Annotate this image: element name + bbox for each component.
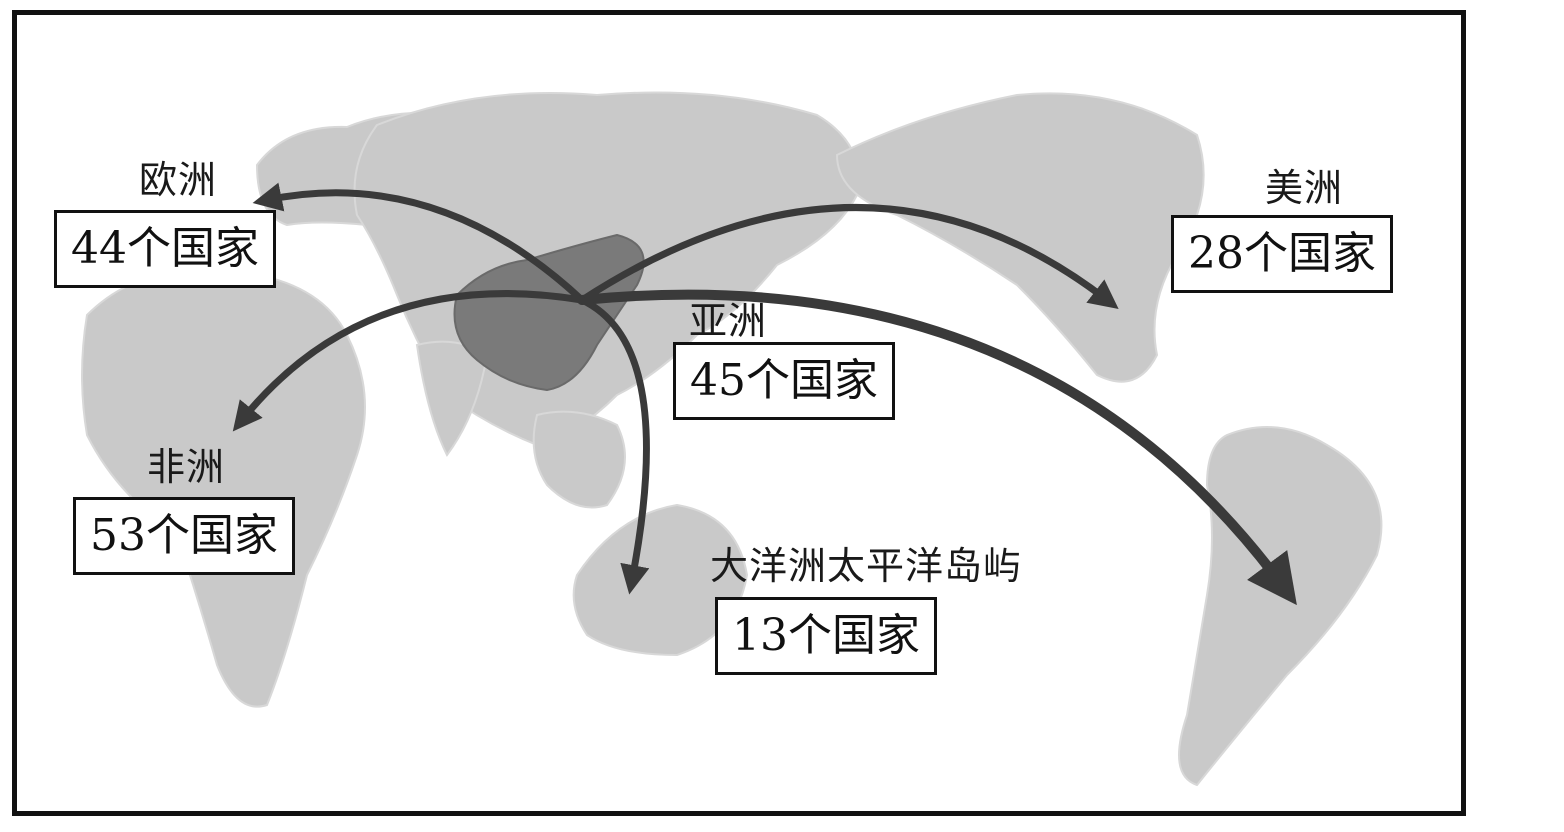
country-count-oceania: 13个国家 (715, 597, 937, 675)
region-label-europe: 欧洲 (139, 158, 218, 202)
flow-oceania-arrow (578, 296, 650, 595)
flow-europe-arrow (252, 182, 586, 304)
country-count-asia: 45个国家 (673, 342, 895, 420)
country-count-africa: 53个国家 (73, 497, 295, 575)
world-map (81, 91, 1383, 787)
region-label-asia: 亚洲 (689, 299, 768, 343)
land-south-america (1178, 426, 1383, 787)
region-label-oceania: 大洋洲太平洋岛屿 (710, 544, 1023, 588)
region-label-americas: 美洲 (1265, 166, 1344, 210)
map-frame: 欧洲 44个国家 美洲 28个国家 亚洲 45个国家 非洲 53个国家 大洋洲太… (12, 10, 1466, 816)
country-count-americas: 28个国家 (1171, 215, 1393, 293)
land-north-america (835, 92, 1205, 383)
land-africa (81, 268, 366, 708)
land-india (415, 340, 489, 457)
flow-americas-south-arrow (577, 289, 1297, 606)
country-count-europe: 44个国家 (54, 210, 276, 288)
land-southeast-asia (532, 410, 626, 509)
flow-americas-north-arrow (578, 204, 1119, 309)
flow-africa-arrow (232, 290, 586, 432)
region-label-africa: 非洲 (147, 445, 226, 489)
